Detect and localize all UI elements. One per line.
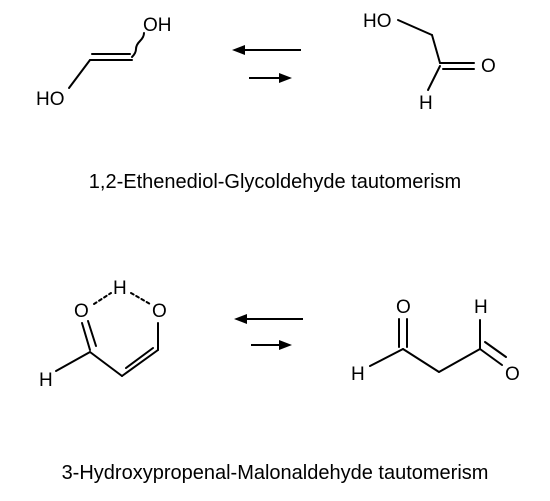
reverse-arrow-head-2 [234, 314, 247, 324]
malonaldehyde-structure: O H H O [351, 297, 520, 385]
atom-o-carbonyl: O [481, 56, 496, 77]
bond-c2-c3 [121, 349, 159, 377]
equilibrium-arrow-1 [232, 45, 301, 83]
bond-c-h [427, 65, 441, 91]
bond-c1-o [81, 322, 91, 351]
bond-right-c-o [479, 348, 503, 366]
atom-o-left-carbonyl: O [396, 297, 411, 318]
atom-ho-bottom: HO [36, 89, 65, 110]
atom-h-left-bottom: H [351, 364, 365, 385]
wavy-bond-c2-oh [131, 32, 145, 58]
forward-arrow-head-2 [279, 340, 292, 350]
bond-o-c1 [68, 59, 91, 89]
bond-ch2-c [431, 34, 441, 64]
bond-c1-c2 [89, 351, 123, 377]
atom-oh-top: OH [143, 15, 172, 36]
atom-h-bridge: H [113, 278, 127, 299]
glycolaldehyde-structure: HO O H [363, 11, 496, 114]
atom-o-left: O [74, 301, 89, 322]
atom-o-right: O [152, 301, 167, 322]
ethenediol-structure: OH HO [36, 15, 172, 110]
bond-c1-h [55, 351, 91, 372]
caption-reaction-1: 1,2-Ethenediol-Glycoldehyde tautomerism [89, 171, 461, 193]
bond-c1-o-second [87, 320, 97, 347]
bond-c2-c3-second [125, 347, 154, 369]
hydrogen-bond-left [93, 292, 112, 305]
atom-h-right-top: H [474, 297, 488, 318]
bond-right-c-o-second [484, 341, 507, 358]
hydrogen-bond-right [130, 292, 151, 305]
reaction-1: OH HO HO O H 1,2-Ethenediol-Glycoldehyde… [36, 11, 496, 193]
atom-o-right-carbonyl: O [505, 364, 520, 385]
reaction-2: O H O H O [39, 278, 520, 484]
caption-reaction-2: 3-Hydroxypropenal-Malonaldehyde tautomer… [62, 462, 489, 484]
bond-ch2-right-c [438, 348, 481, 373]
atom-h-aldehyde: H [419, 93, 433, 114]
atom-h-aldehyde-left: H [39, 370, 53, 391]
equilibrium-arrow-2 [234, 314, 303, 350]
bond-left-c-ch2 [402, 348, 440, 373]
hydroxypropenal-structure: O H O H [39, 278, 167, 391]
atom-ho-top: HO [363, 11, 392, 32]
forward-arrow-head [279, 73, 292, 83]
reverse-arrow-head [232, 45, 245, 55]
bond-left-c-h [369, 348, 404, 367]
bond-ho-ch2 [397, 19, 433, 36]
